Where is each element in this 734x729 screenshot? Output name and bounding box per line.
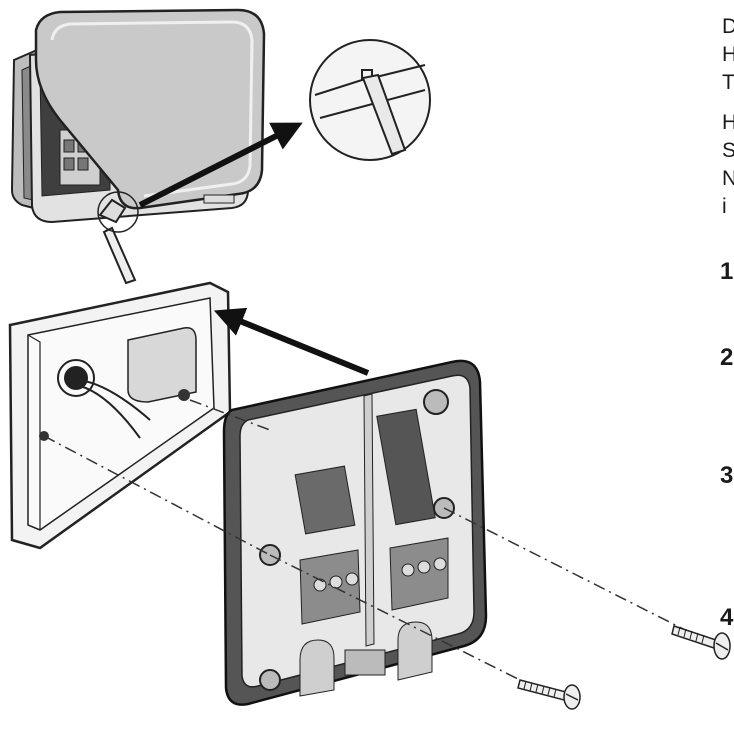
thermostat-top-unit (10, 8, 303, 285)
alignment-lines (43, 399, 706, 691)
zoom-detail-circle (309, 39, 431, 161)
text-fragment-4: H (722, 111, 734, 134)
text-fragment-7: i (722, 195, 727, 218)
text-fragment-3: T (722, 71, 734, 94)
text-fragment-6: N (722, 167, 734, 190)
text-fragment-2: H (722, 43, 734, 66)
step-number-2: 2 (720, 344, 734, 371)
wall-box (8, 281, 232, 550)
text-fragment-5: S (722, 139, 734, 162)
step-number-3: 3 (720, 462, 734, 489)
text-fragment-1: D (722, 15, 734, 38)
step-number-1: 1 (720, 258, 734, 285)
screw-right (671, 625, 731, 660)
step-number-4: 4 (720, 604, 734, 631)
screw-bottom (517, 679, 581, 710)
back-plate (222, 359, 488, 706)
